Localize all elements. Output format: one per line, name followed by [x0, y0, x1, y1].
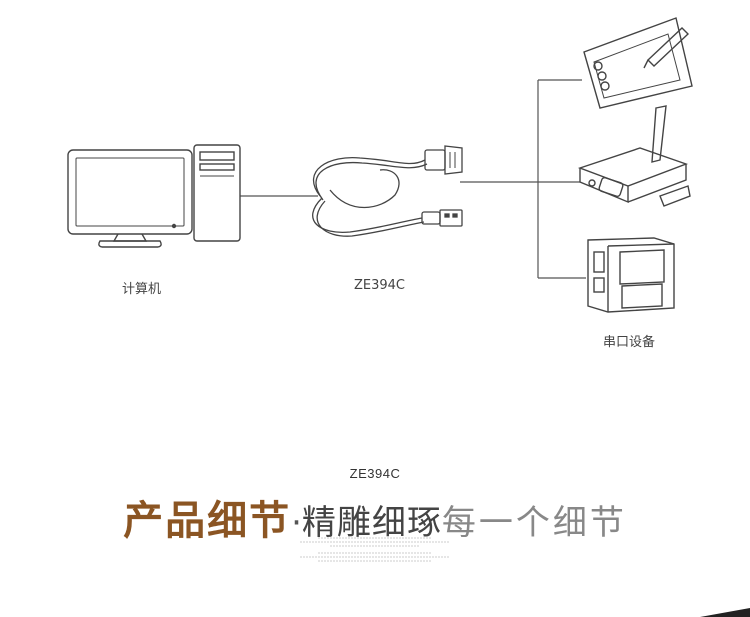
headline-mid: 精雕细琢 [301, 503, 442, 543]
cable-label: ZE394C [354, 278, 406, 293]
drawing-tablet-icon [583, 17, 693, 109]
headline-bold: 产品细节 [123, 498, 292, 544]
usb-serial-cable-icon [312, 145, 463, 237]
serial-device-label: 串口设备 [603, 335, 656, 350]
serial-server-icon [577, 105, 691, 207]
product-headline: 产品细节·精雕细琢每一个细节 [0, 488, 750, 546]
decorative-stroke [700, 608, 750, 617]
printer-icon [587, 237, 675, 313]
headline-light: 每一个细节 [441, 503, 627, 543]
connector-lines [240, 79, 586, 279]
headline-dot: · [291, 503, 302, 543]
computer-tower-icon [193, 144, 241, 242]
monitor-icon [67, 149, 193, 248]
product-model: ZE394C [349, 466, 401, 481]
fine-print-decoration [300, 537, 450, 562]
computer-label: 计算机 [122, 282, 162, 297]
